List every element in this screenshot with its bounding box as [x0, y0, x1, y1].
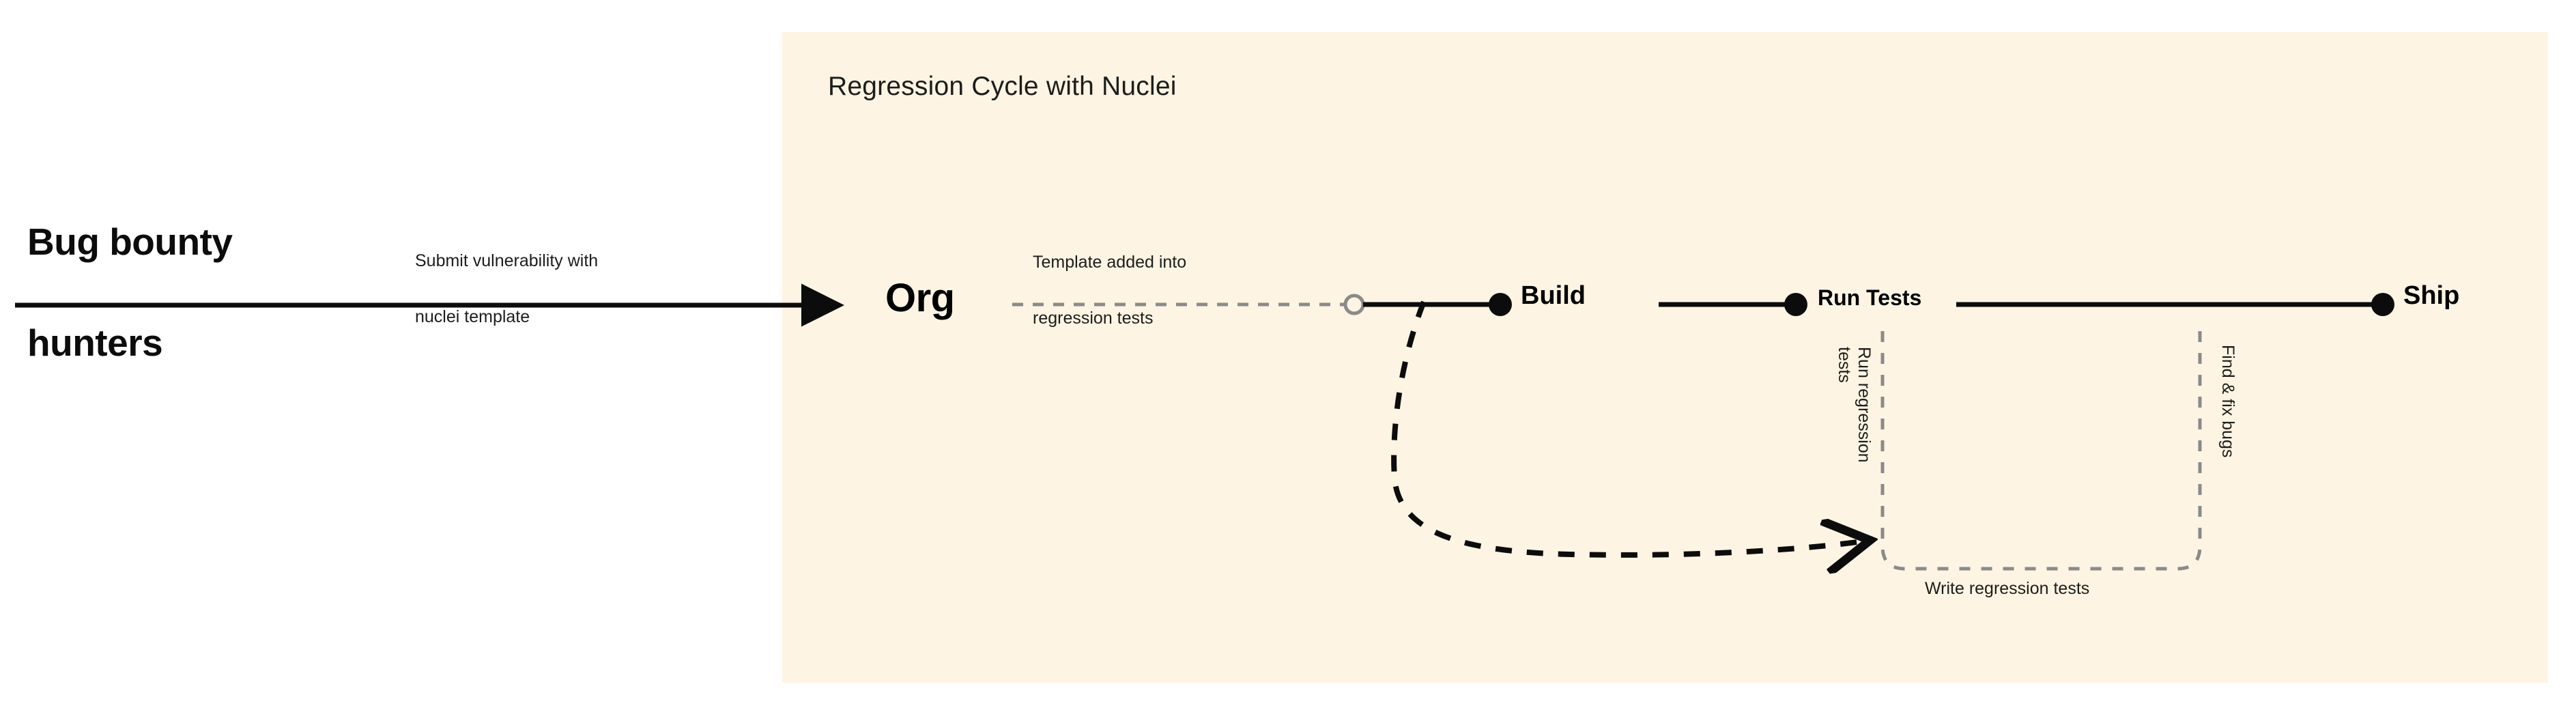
actor-label-line1: Bug bounty — [27, 221, 233, 263]
write-regression-tests-caption: Write regression tests — [1925, 579, 2090, 598]
node-build-label: Build — [1521, 281, 1586, 310]
node-org-label: Org — [885, 276, 955, 320]
template-edge-label-line2: regression tests — [1033, 309, 1154, 328]
node-run-tests-label: Run Tests — [1818, 285, 1922, 310]
panel-title: Regression Cycle with Nuclei — [828, 72, 1177, 101]
run-regression-label-line1: Run regression — [1855, 347, 1874, 463]
node-ship-label: Ship — [2403, 281, 2460, 310]
find-fix-bugs-label: Find & fix bugs — [2218, 345, 2237, 458]
submit-edge-label-line1: Submit vulnerability with — [415, 251, 599, 270]
regression-cycle-panel — [782, 32, 2548, 683]
run-regression-label-line2: tests — [1835, 347, 1854, 383]
actor-label-line2: hunters — [27, 322, 163, 364]
template-edge-label-line1: Template added into — [1033, 253, 1187, 272]
submit-edge-label-line2: nuclei template — [415, 307, 530, 326]
